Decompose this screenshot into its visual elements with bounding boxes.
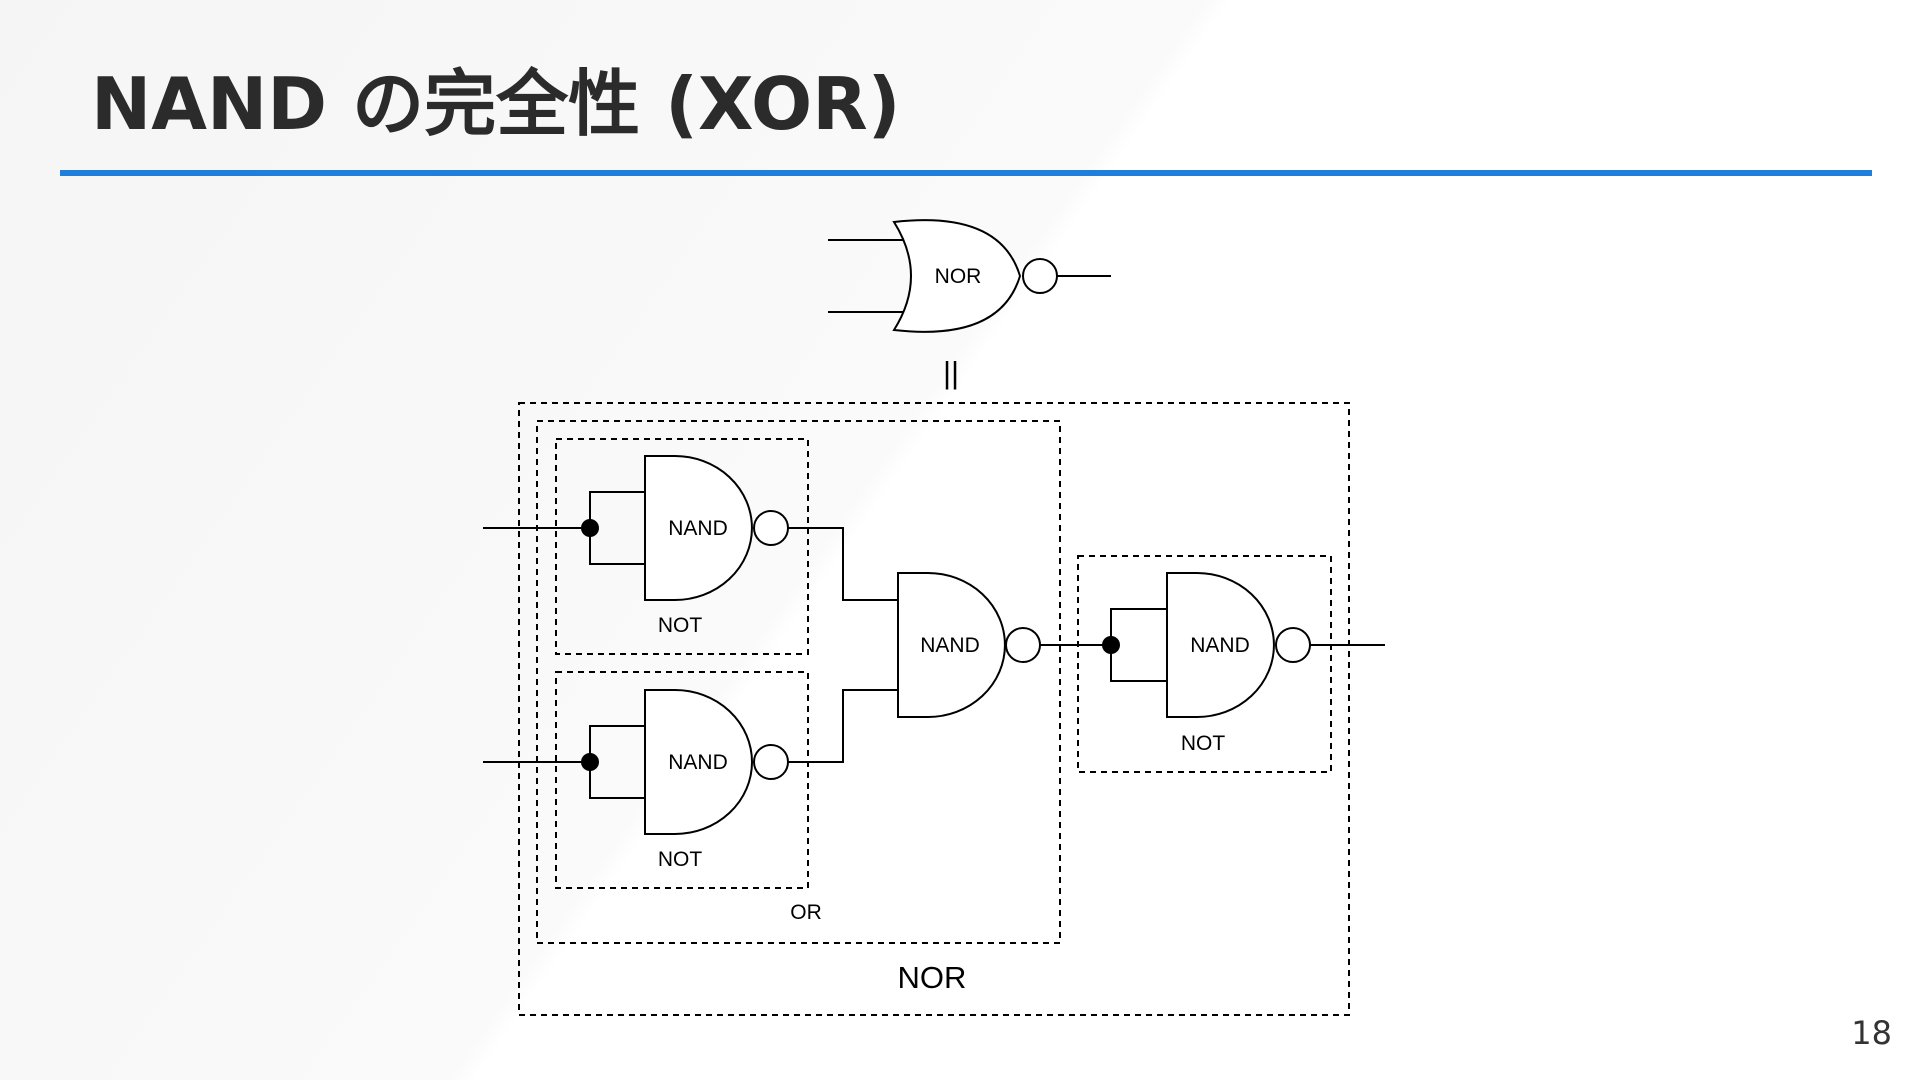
nand-top-label: NAND: [668, 517, 728, 540]
nand-bottom-label: NAND: [668, 751, 728, 774]
not-group-box-right: [1077, 555, 1332, 773]
not-right-label: NOT: [1181, 732, 1226, 755]
nand-bottom-body: [644, 689, 753, 835]
nand-middle-body: [897, 572, 1006, 718]
nand-middle-label: NAND: [920, 634, 980, 657]
nand-middle-bubble: [1005, 627, 1041, 663]
junction-dot-right: [1102, 636, 1120, 654]
nor-inversion-bubble: [1022, 258, 1058, 294]
nor-group-label: NOR: [898, 960, 967, 995]
nand-gate-middle: NAND: [897, 572, 1041, 718]
nand-right-body: [1166, 572, 1275, 718]
junction-dot-bottom: [581, 753, 599, 771]
nand-gate-bottom: NAND NOT: [483, 689, 789, 871]
or-group-box: [536, 420, 1061, 944]
nor-gate-label: NOR: [935, 265, 982, 288]
nand-top-bubble: [753, 510, 789, 546]
title-underline: [60, 170, 1872, 176]
junction-dot-top: [581, 519, 599, 537]
nor-gate-body: [892, 219, 1022, 333]
wire-top-to-middle: [788, 527, 898, 601]
equivalence-symbol: ||: [943, 355, 959, 390]
slide-title: NAND の完全性 (XOR): [91, 62, 901, 146]
nor-gate-symbol: NOR: [828, 219, 1111, 333]
nand-right-label: NAND: [1190, 634, 1250, 657]
not-top-label: NOT: [658, 614, 703, 637]
nand-top-body: [644, 455, 753, 601]
page-number: 18: [1851, 1014, 1892, 1052]
not-bottom-label: NOT: [658, 848, 703, 871]
not-group-box-bottom: [555, 671, 809, 889]
nand-right-bubble: [1275, 627, 1311, 663]
nand-gate-top: NAND NOT: [483, 455, 789, 637]
wire-bottom-to-middle: [788, 689, 898, 763]
not-group-box-top: [555, 438, 809, 655]
or-group-label: OR: [790, 901, 822, 924]
nand-bottom-bubble: [753, 744, 789, 780]
nand-gate-right: NAND NOT: [1040, 572, 1385, 755]
nor-group-box: [518, 402, 1350, 1016]
